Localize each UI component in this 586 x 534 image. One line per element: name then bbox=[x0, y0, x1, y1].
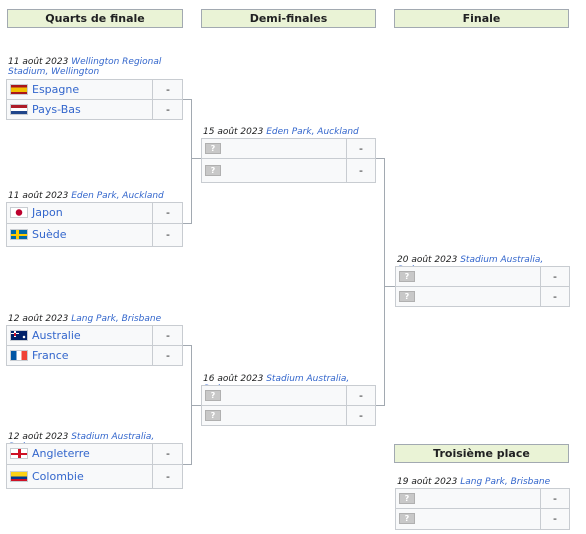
bracket-connector bbox=[183, 345, 192, 346]
match-date: 20 août 2023 bbox=[397, 255, 458, 265]
team-score: - bbox=[553, 492, 557, 505]
unknown-team-icon: ? bbox=[399, 512, 415, 524]
team-score: - bbox=[166, 206, 170, 219]
venue-link[interactable]: Lang Park, Brisbane bbox=[460, 477, 551, 487]
team-link[interactable]: Angleterre bbox=[32, 447, 90, 460]
header-semifinals: Demi-finales bbox=[201, 9, 376, 28]
venue-link[interactable]: Eden Park, Auckland bbox=[266, 127, 359, 137]
team-link[interactable]: Colombie bbox=[32, 470, 84, 483]
team-score: - bbox=[359, 142, 363, 155]
team-score: - bbox=[553, 270, 557, 283]
team-score: - bbox=[166, 83, 170, 96]
team-link[interactable]: Japon bbox=[32, 206, 63, 219]
team-row: Colombie - bbox=[6, 464, 183, 489]
venue-link[interactable]: Wellington Regional Stadium, Wellington bbox=[8, 57, 162, 77]
team-row: ? - bbox=[201, 138, 376, 159]
team-link[interactable]: Espagne bbox=[32, 83, 80, 96]
unknown-team-icon: ? bbox=[205, 409, 221, 421]
match-date: 19 août 2023 bbox=[397, 477, 458, 487]
match-info: 11 août 2023 Wellington Regional Stadium… bbox=[8, 57, 184, 77]
team-row: ? - bbox=[395, 488, 570, 509]
team-score: - bbox=[166, 470, 170, 483]
team-row: ? - bbox=[201, 385, 376, 406]
team-row: Australie - bbox=[6, 325, 183, 346]
team-row: Espagne - bbox=[6, 79, 183, 100]
match-info: 12 août 2023 Lang Park, Brisbane bbox=[8, 314, 184, 324]
team-score: - bbox=[166, 447, 170, 460]
match-date: 11 août 2023 bbox=[8, 191, 69, 201]
header-quarterfinals: Quarts de finale bbox=[7, 9, 183, 28]
team-score: - bbox=[553, 290, 557, 303]
team-link[interactable]: France bbox=[32, 349, 69, 362]
france-flag-icon bbox=[10, 349, 28, 361]
team-row: ? - bbox=[395, 508, 570, 530]
match-info: 19 août 2023 Lang Park, Brisbane bbox=[397, 477, 573, 487]
japan-flag-icon bbox=[10, 206, 28, 218]
team-score: - bbox=[166, 349, 170, 362]
netherlands-flag-icon bbox=[10, 103, 28, 115]
team-row: ? - bbox=[201, 158, 376, 183]
bracket-connector bbox=[376, 405, 385, 406]
venue-link[interactable]: Lang Park, Brisbane bbox=[71, 314, 162, 324]
header-third-place: Troisième place bbox=[394, 444, 569, 463]
unknown-team-icon: ? bbox=[399, 290, 415, 302]
team-row: France - bbox=[6, 345, 183, 366]
team-row: Pays-Bas - bbox=[6, 99, 183, 120]
bracket-connector bbox=[376, 158, 385, 159]
team-score: - bbox=[359, 164, 363, 177]
unknown-team-icon: ? bbox=[205, 142, 221, 154]
colombia-flag-icon bbox=[10, 470, 28, 482]
australia-flag-icon bbox=[10, 329, 28, 341]
team-row: Angleterre - bbox=[6, 443, 183, 465]
team-row: ? - bbox=[395, 266, 570, 287]
bracket-connector bbox=[384, 286, 395, 287]
team-score: - bbox=[166, 329, 170, 342]
match-info: 11 août 2023 Eden Park, Auckland bbox=[8, 191, 184, 201]
team-link[interactable]: Australie bbox=[32, 329, 81, 342]
team-link[interactable]: Pays-Bas bbox=[32, 103, 81, 116]
team-row: Japon - bbox=[6, 202, 183, 224]
team-row: ? - bbox=[395, 286, 570, 307]
team-score: - bbox=[166, 228, 170, 241]
match-date: 12 août 2023 bbox=[8, 432, 69, 442]
match-date: 12 août 2023 bbox=[8, 314, 69, 324]
unknown-team-icon: ? bbox=[399, 270, 415, 282]
venue-link[interactable]: Eden Park, Auckland bbox=[71, 191, 164, 201]
team-link[interactable]: Suède bbox=[32, 228, 67, 241]
match-date: 11 août 2023 bbox=[8, 57, 69, 67]
match-info: 15 août 2023 Eden Park, Auckland bbox=[203, 127, 379, 137]
team-row: Suède - bbox=[6, 223, 183, 247]
unknown-team-icon: ? bbox=[205, 389, 221, 401]
spain-flag-icon bbox=[10, 83, 28, 95]
team-row: ? - bbox=[201, 405, 376, 426]
header-final: Finale bbox=[394, 9, 569, 28]
bracket-connector bbox=[191, 405, 201, 406]
team-score: - bbox=[166, 103, 170, 116]
bracket-connector bbox=[384, 158, 385, 406]
unknown-team-icon: ? bbox=[205, 164, 221, 176]
bracket-connector bbox=[183, 223, 192, 224]
bracket-connector bbox=[191, 99, 192, 224]
bracket-connector bbox=[183, 464, 192, 465]
match-date: 15 août 2023 bbox=[203, 127, 264, 137]
england-flag-icon bbox=[10, 447, 28, 459]
team-score: - bbox=[553, 512, 557, 525]
match-date: 16 août 2023 bbox=[203, 374, 264, 384]
team-score: - bbox=[359, 389, 363, 402]
team-score: - bbox=[359, 409, 363, 422]
sweden-flag-icon bbox=[10, 228, 28, 240]
unknown-team-icon: ? bbox=[399, 492, 415, 504]
bracket-connector bbox=[191, 158, 201, 159]
bracket-connector bbox=[183, 99, 192, 100]
